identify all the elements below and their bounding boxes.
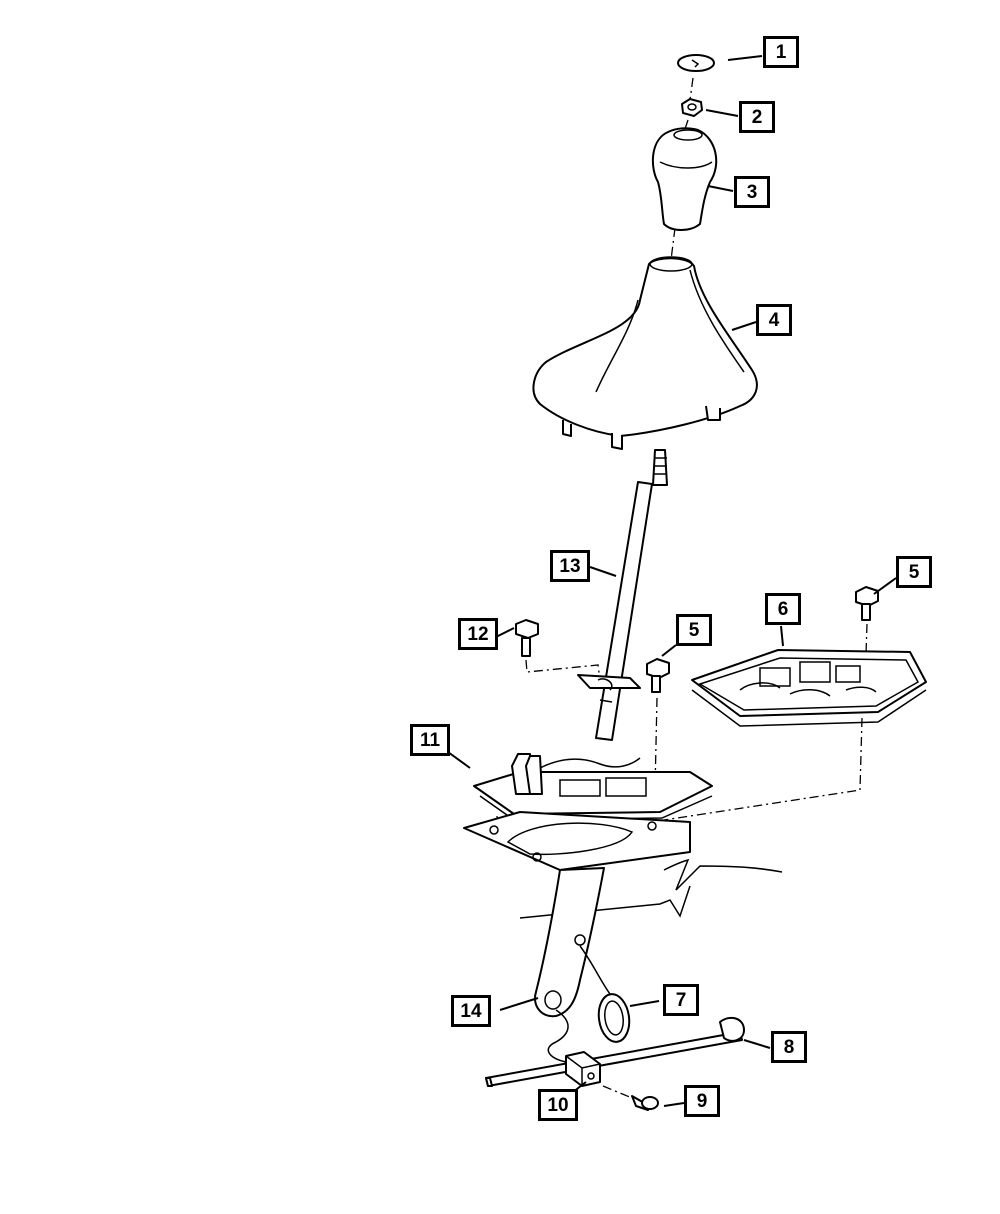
part-10-clamp	[565, 1051, 601, 1087]
callout-4[interactable]: 4	[756, 304, 792, 336]
callout-14[interactable]: 14	[451, 995, 491, 1027]
callout-5-right[interactable]: 5	[896, 556, 932, 588]
part-8-rod	[485, 1016, 745, 1087]
callout-2[interactable]: 2	[739, 101, 775, 133]
callout-7[interactable]: 7	[663, 984, 699, 1016]
callout-11[interactable]: 11	[410, 724, 450, 756]
part-9-bolt	[631, 1095, 659, 1111]
callout-3[interactable]: 3	[734, 176, 770, 208]
part-7-pull-loop	[579, 945, 631, 1043]
callout-1[interactable]: 1	[763, 36, 799, 68]
part-6-bezel	[691, 649, 927, 727]
part-3-shift-knob	[651, 127, 718, 231]
callout-12[interactable]: 12	[458, 618, 498, 650]
part-4-shift-boot	[532, 256, 758, 450]
part-13-shift-lever	[595, 449, 668, 741]
part-14-lower-lever	[534, 867, 605, 1018]
part-2-nut	[681, 98, 703, 117]
callout-9[interactable]: 9	[684, 1085, 720, 1117]
retainer-bracket	[577, 674, 641, 691]
callout-6[interactable]: 6	[765, 593, 801, 625]
callout-13[interactable]: 13	[550, 550, 590, 582]
part-12-bolt	[515, 619, 539, 657]
part-5-bolt-right	[855, 586, 879, 621]
callout-8[interactable]: 8	[771, 1031, 807, 1063]
part-5-bolt-left	[646, 658, 670, 693]
callout-10[interactable]: 10	[538, 1089, 578, 1121]
floor-seal-plate	[463, 811, 691, 871]
part-1-cap	[677, 54, 715, 72]
callout-5-left[interactable]: 5	[676, 614, 712, 646]
part-11-shifter-base	[473, 753, 713, 821]
